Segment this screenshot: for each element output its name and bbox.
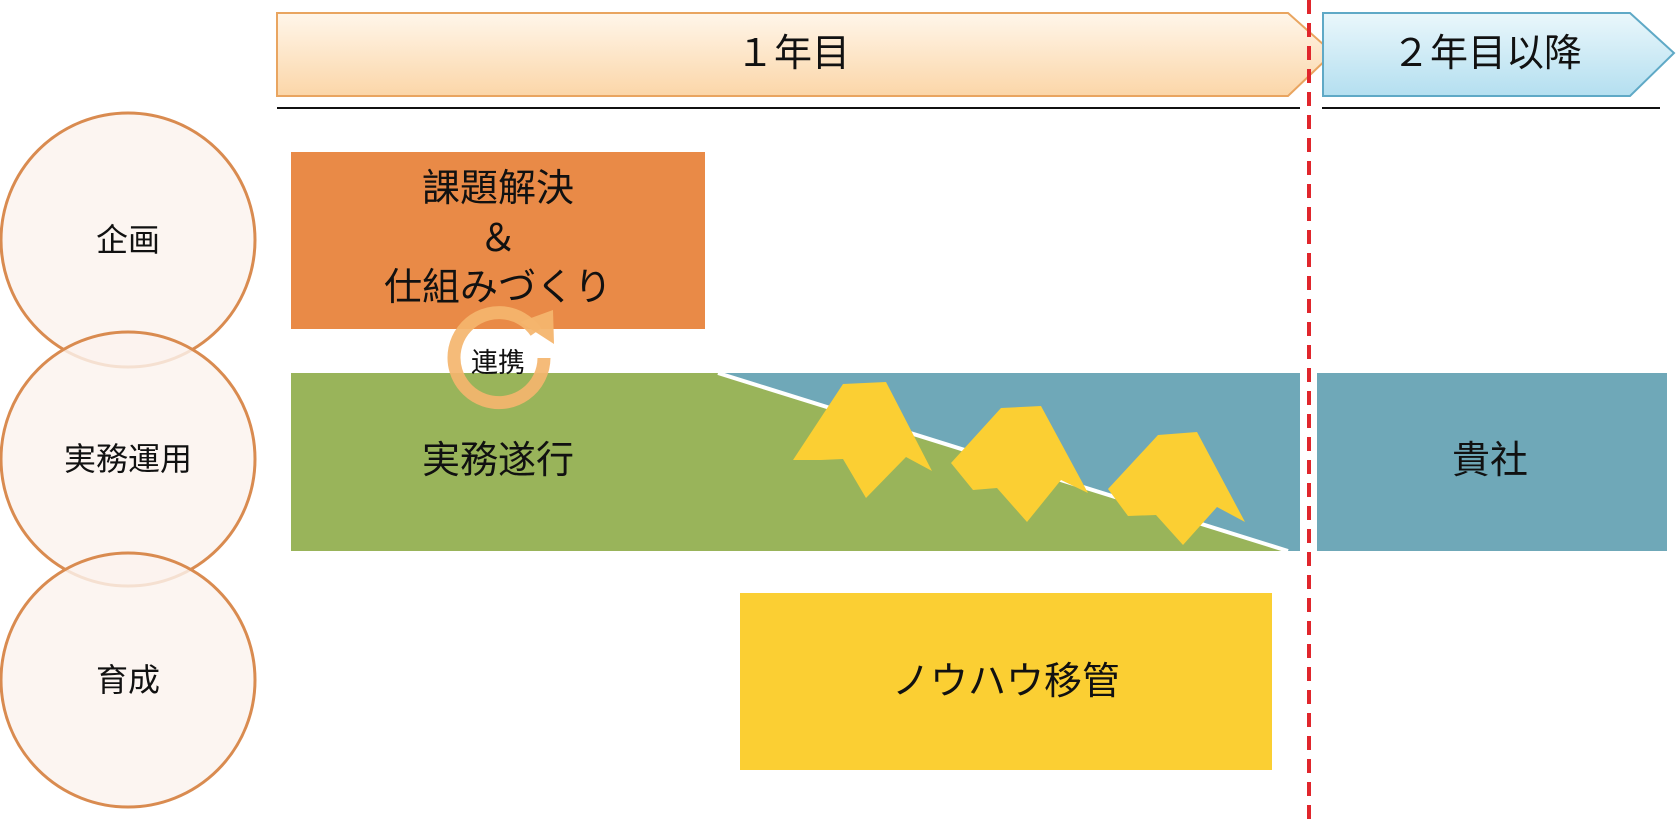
knowhow-transfer-block: ノウハウ移管 [740, 593, 1272, 770]
problem-solving-block: 課題解決 ＆ 仕組みづくり [291, 152, 705, 329]
role-label-planning: 企画 [96, 221, 160, 259]
problem-solving-line2: ＆ [479, 216, 517, 260]
role-label-operation: 実務運用 [64, 440, 192, 478]
role-circle-training [0, 551, 257, 809]
cycle-arrowhead-icon [520, 310, 554, 344]
client-block: 貴社 [1317, 373, 1667, 551]
year2-banner: ２年目以降 [1322, 12, 1676, 97]
task-execution-label: 実務遂行 [422, 438, 574, 482]
client-label: 貴社 [1452, 438, 1528, 482]
transfer-arrows [793, 382, 1245, 545]
transfer-arrow-icon [951, 406, 1088, 522]
transfer-arrow-icon [1108, 432, 1245, 545]
year1-banner: １年目 [276, 12, 1335, 97]
transfer-arrow-icon [793, 382, 932, 498]
collaboration-label: 連携 [471, 348, 525, 379]
problem-solving-line1: 課題解決 [422, 166, 574, 210]
knowhow-transfer-label: ノウハウ移管 [892, 659, 1120, 703]
role-label-training: 育成 [96, 661, 160, 699]
problem-solving-line3: 仕組みづくり [384, 265, 612, 309]
year1-label: １年目 [736, 31, 850, 75]
year2-label: ２年目以降 [1392, 31, 1582, 75]
cycle-arrow-icon [447, 306, 551, 410]
collaboration-cycle: 連携 [447, 306, 554, 410]
